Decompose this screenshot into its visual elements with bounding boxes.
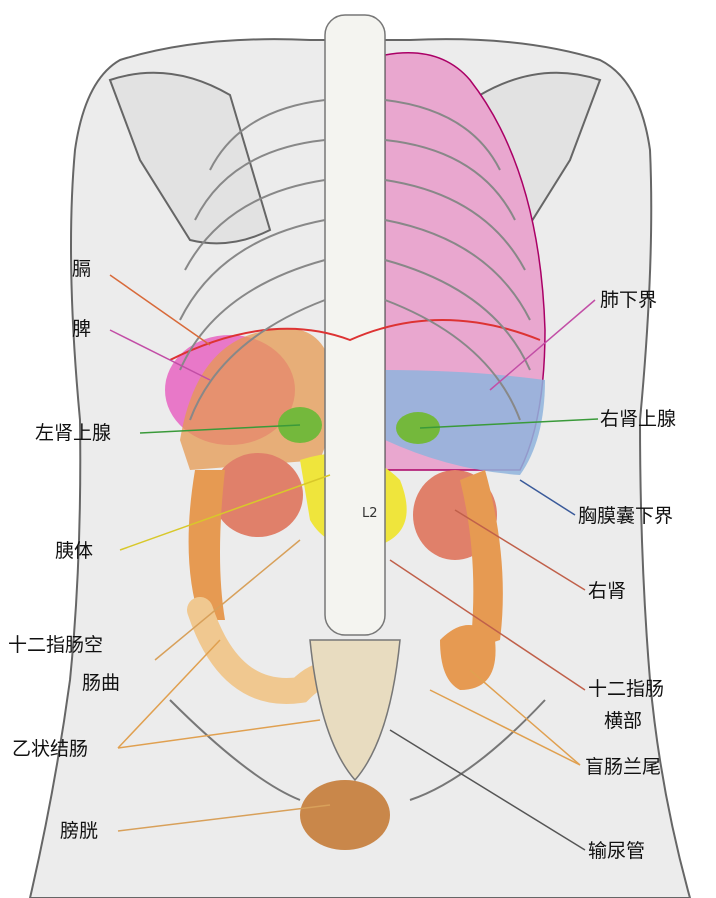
pelvis-outline xyxy=(169,699,546,801)
right-adrenal-shape xyxy=(396,412,440,444)
label-ureter: 输尿管 xyxy=(588,840,646,862)
label-duodenojejunal-1: 十二指肠空 xyxy=(8,634,104,656)
label-cecum-appendix: 盲肠兰尾 xyxy=(585,756,662,778)
sacrum-shape xyxy=(309,639,401,782)
label-sigmoid-colon: 乙状结肠 xyxy=(12,738,89,760)
left-kidney-shape xyxy=(213,453,303,537)
right-colon-shape xyxy=(460,470,503,650)
label-right-adrenal: 右肾上腺 xyxy=(600,408,677,430)
bladder-shape xyxy=(300,780,390,850)
label-lung-lower-border: 肺下界 xyxy=(600,289,658,311)
cecum-shape xyxy=(440,625,496,690)
leader-lines xyxy=(109,274,599,851)
ribs xyxy=(179,99,531,421)
label-bladder: 膀胱 xyxy=(60,820,99,842)
vertebra-mark: L2 xyxy=(362,506,378,521)
label-diaphragm: 膈 xyxy=(72,258,92,280)
label-duodenojejunal-2: 肠曲 xyxy=(82,672,121,694)
diaphragm-line xyxy=(169,319,541,361)
left-colon-shape xyxy=(188,470,225,620)
pleura-region xyxy=(385,370,545,475)
spine-shape xyxy=(324,14,386,636)
label-right-kidney: 右肾 xyxy=(588,580,627,602)
label-pancreas-body: 胰体 xyxy=(55,540,94,562)
label-left-adrenal: 左肾上腺 xyxy=(35,422,112,444)
label-pleural-lower-border: 胸膜囊下界 xyxy=(578,505,674,527)
label-duodenum-2: 横部 xyxy=(604,710,643,732)
label-spleen: 脾 xyxy=(72,318,92,340)
label-duodenum-1: 十二指肠 xyxy=(588,678,665,700)
